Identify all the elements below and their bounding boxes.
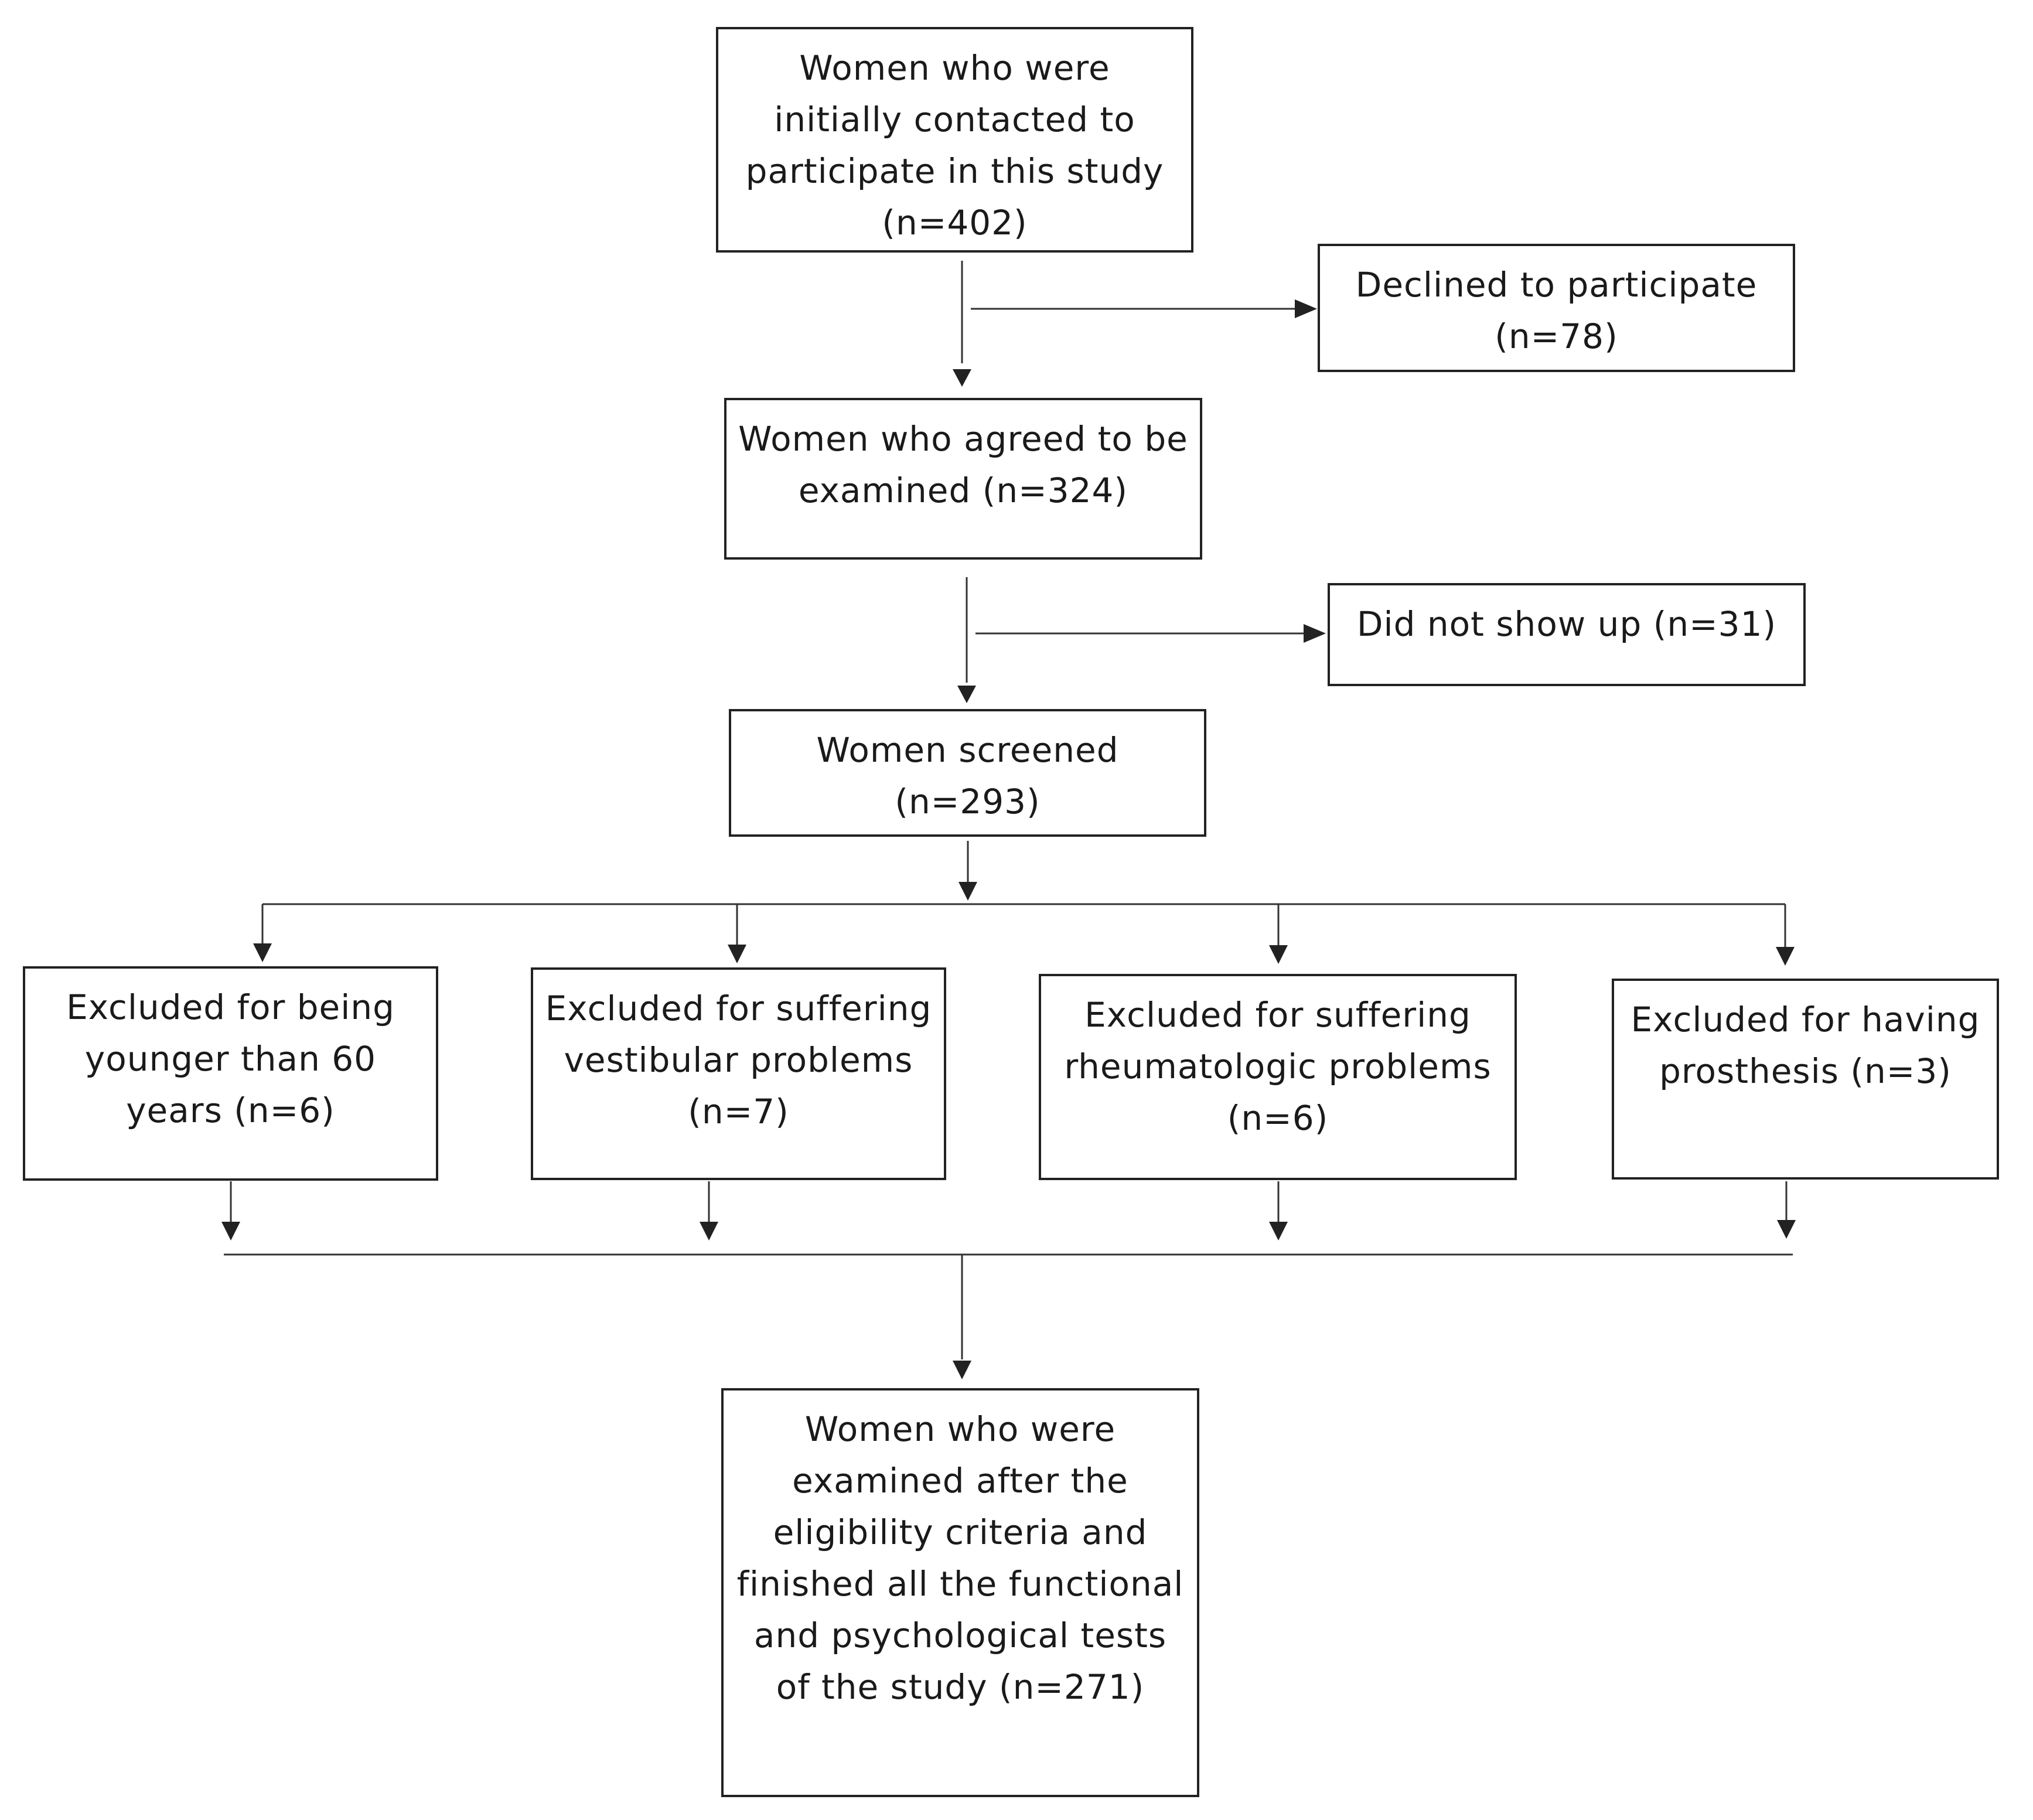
arrowhead-icon [700, 1222, 718, 1240]
box-declined-text: Declined to participate (n=78) [1355, 265, 1758, 356]
arrowhead-icon [221, 1222, 240, 1240]
box-no-show-text: Did not show up (n=31) [1356, 604, 1777, 644]
box-screened-text: Women screened (n=293) [816, 730, 1119, 822]
box-excluded-rheumatologic: Excluded for suffering rheumatologic pro… [1039, 974, 1517, 1180]
box-no-show: Did not show up (n=31) [1328, 583, 1806, 686]
arrowhead-icon [953, 1361, 971, 1379]
box-excluded-prosthesis: Excluded for having prosthesis (n=3) [1612, 979, 1999, 1180]
box-excluded-rheumatologic-text: Excluded for suffering rheumatologic pro… [1064, 995, 1492, 1138]
box-declined: Declined to participate (n=78) [1318, 244, 1795, 372]
box-initially-contacted-text: Women who were initially contacted to pa… [745, 48, 1164, 243]
box-excluded-vestibular: Excluded for suffering vestibular proble… [531, 967, 946, 1180]
box-agreed: Women who agreed to be examined (n=324) [724, 398, 1202, 560]
arrowhead-icon [253, 943, 272, 962]
arrowhead-icon [953, 369, 971, 387]
arrowhead-icon [957, 686, 976, 703]
box-final-examined: Women who were examined after the eligib… [721, 1388, 1199, 1797]
box-excluded-prosthesis-text: Excluded for having prosthesis (n=3) [1631, 1000, 1980, 1091]
arrowhead-icon [1269, 945, 1288, 964]
arrowhead-icon [1295, 299, 1317, 318]
box-excluded-vestibular-text: Excluded for suffering vestibular proble… [545, 989, 932, 1131]
arrowhead-icon [1776, 947, 1795, 966]
arrowhead-icon [1777, 1220, 1796, 1239]
box-agreed-text: Women who agreed to be examined (n=324) [738, 419, 1188, 510]
box-final-examined-text: Women who were examined after the eligib… [736, 1409, 1184, 1707]
box-screened: Women screened (n=293) [729, 709, 1206, 837]
arrowhead-icon [1304, 624, 1326, 643]
arrowhead-icon [1269, 1222, 1288, 1240]
box-excluded-age-text: Excluded for being younger than 60 years… [66, 987, 395, 1130]
arrowhead-icon [728, 945, 746, 963]
arrowhead-icon [958, 882, 977, 901]
box-excluded-age: Excluded for being younger than 60 years… [23, 966, 438, 1181]
box-initially-contacted: Women who were initially contacted to pa… [716, 27, 1193, 253]
